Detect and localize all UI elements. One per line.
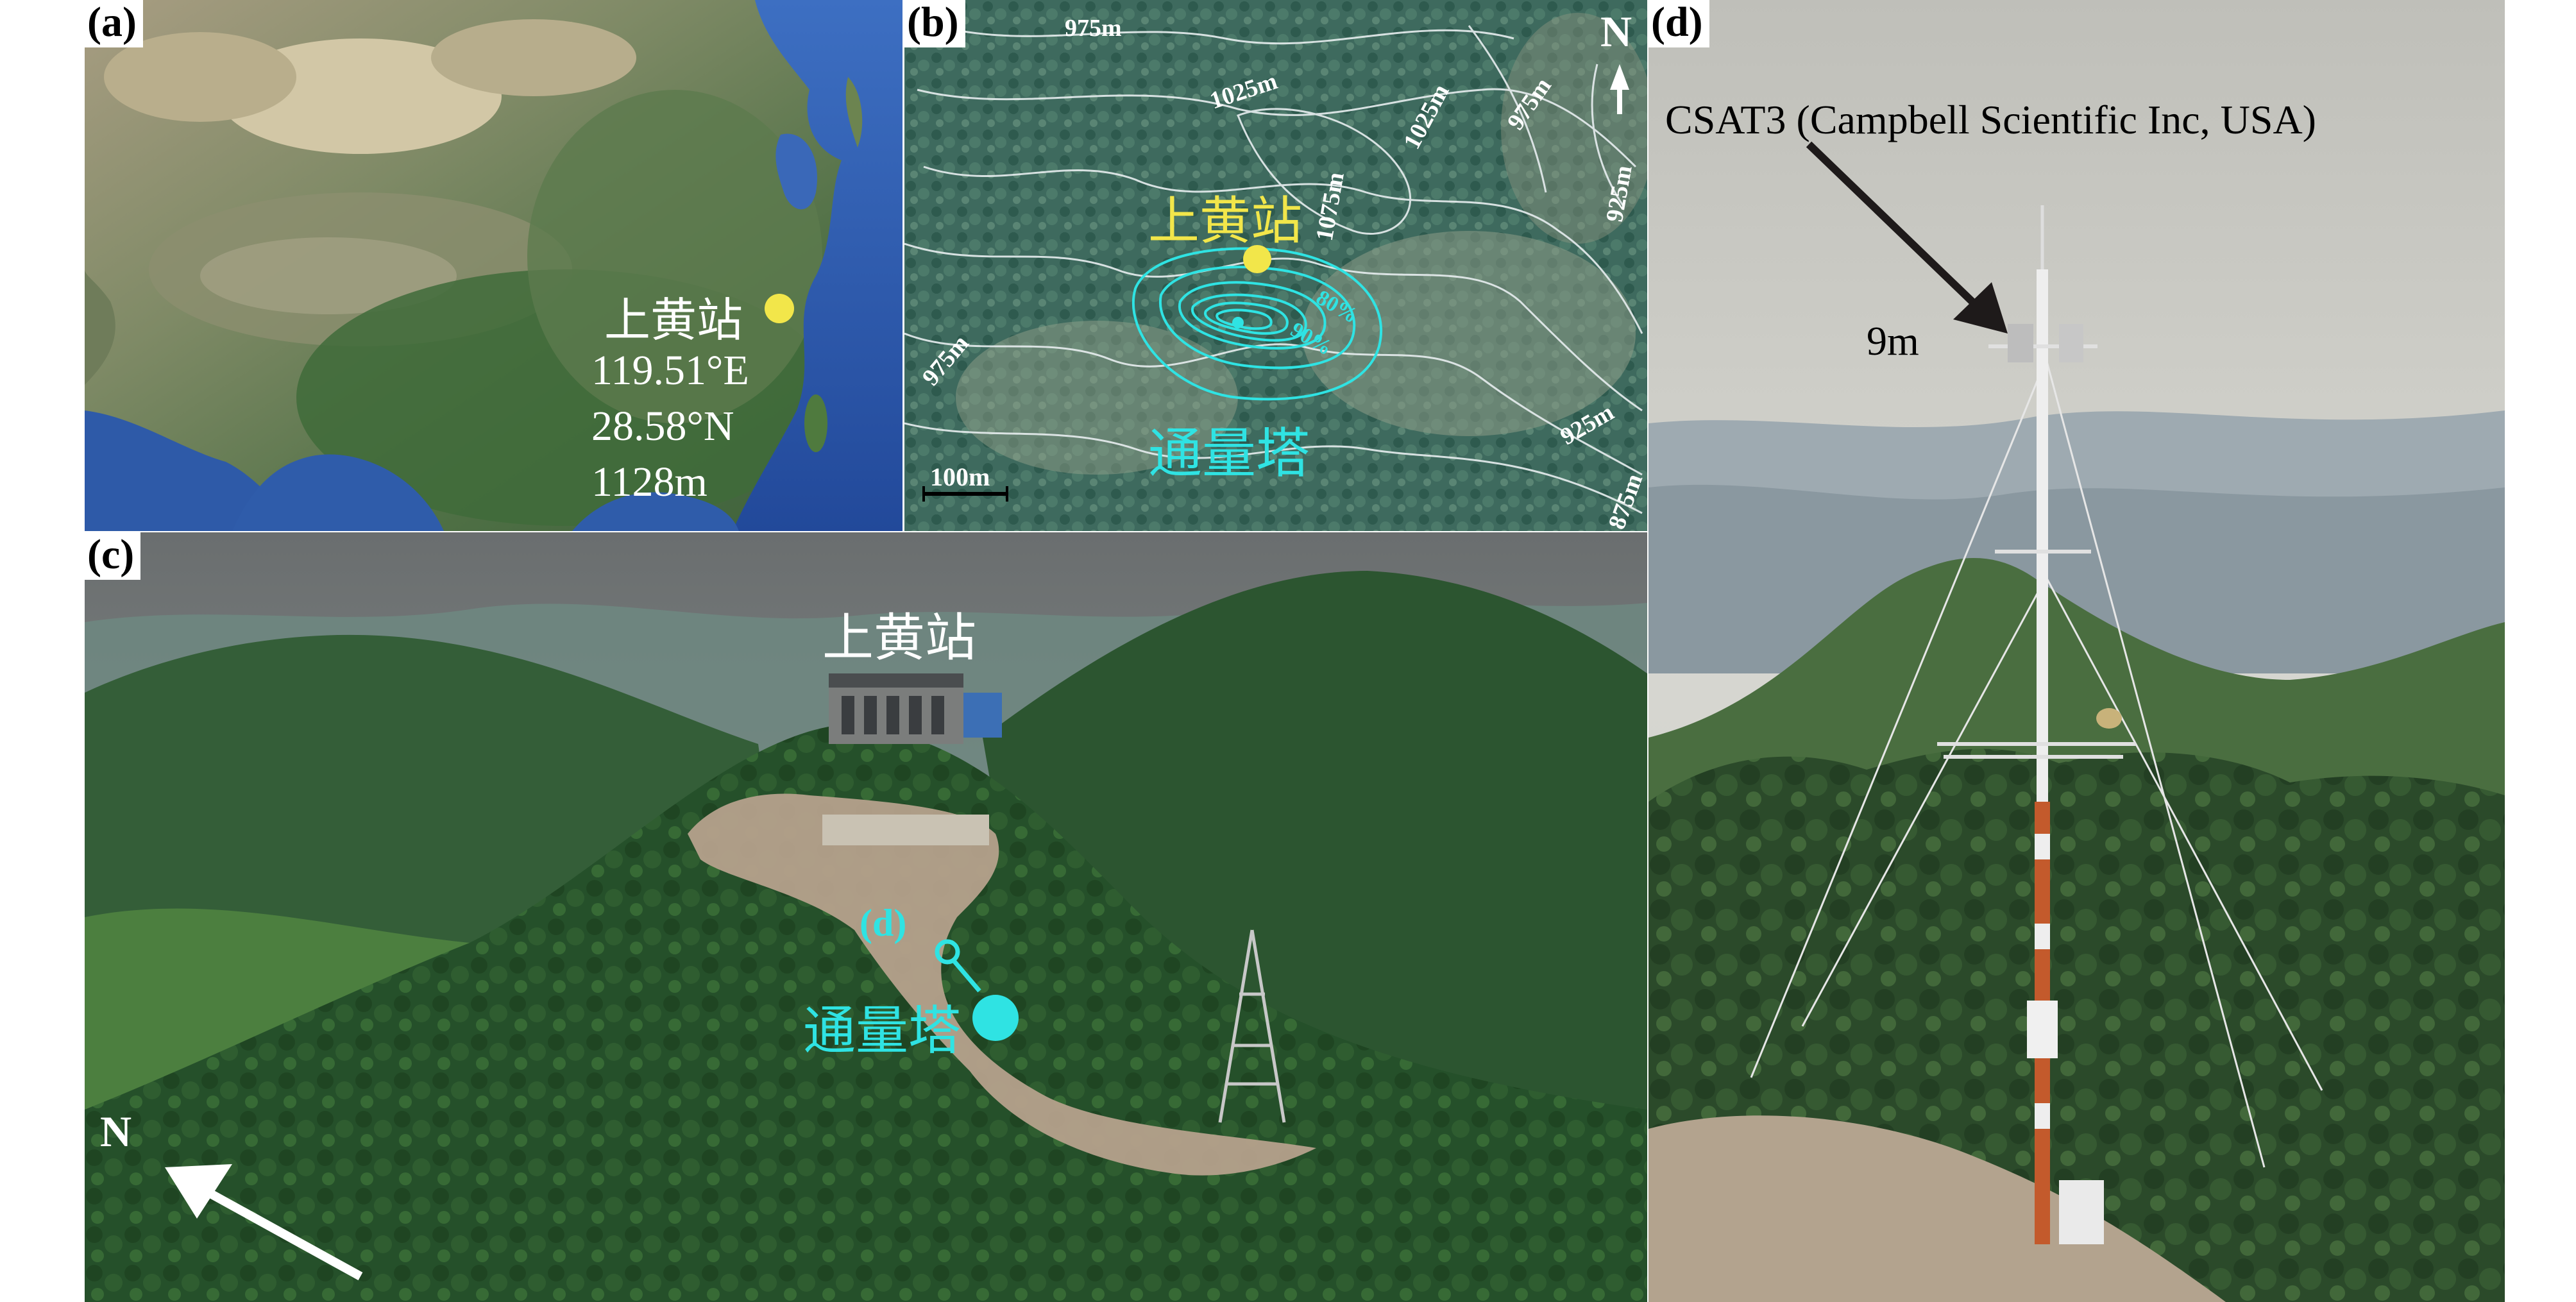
tower-name-label: 通量塔 — [803, 1002, 962, 1060]
panel-c-label: (c) — [85, 532, 141, 580]
aerial-mountain-photo — [85, 532, 1647, 1302]
station-marker-dot — [765, 294, 794, 323]
station-elevation: 1128m — [591, 459, 708, 505]
north-label: N — [1600, 7, 1632, 56]
north-label: N — [100, 1107, 132, 1156]
panel-b-contour-map: (b) N 975m 1025m 1025m 975m 1075m 925m 9… — [904, 0, 1647, 531]
tower-ref-label: (d) — [860, 902, 907, 944]
tower-name-label: 通量塔 — [1148, 425, 1310, 484]
instrument-label: CSAT3 (Campbell Scientific Inc, USA) — [1665, 97, 2316, 142]
station-marker-dot — [1243, 245, 1271, 273]
contour-satellite-map — [904, 0, 1647, 531]
panel-d-label: (d) — [1648, 0, 1709, 47]
panel-c-aerial-photo: (c) 上黄站 (d) 通量塔 N — [85, 532, 1647, 1302]
panel-d-tower-photo: (d) CSAT3 (Campbell Scientific Inc, USA)… — [1648, 0, 2505, 1302]
station-name-label: 上黄站 — [1148, 194, 1302, 250]
scale-bar-label: 100m — [930, 462, 990, 491]
station-name-label: 上黄站 — [822, 611, 976, 667]
height-label: 9m — [1867, 318, 1919, 364]
panel-a-label: (a) — [85, 0, 143, 47]
station-name-label: 上黄站 — [604, 295, 743, 346]
regional-satellite-map — [85, 0, 902, 531]
panel-a-regional-map: (a) 上黄站 119.51°E 28.58°N 1128m — [85, 0, 902, 531]
station-longitude: 119.51°E — [591, 347, 749, 394]
flux-tower-photo — [1648, 0, 2505, 1302]
contour-label-1: 975m — [1065, 15, 1122, 42]
station-latitude: 28.58°N — [591, 403, 734, 450]
panel-b-label: (b) — [904, 0, 965, 47]
